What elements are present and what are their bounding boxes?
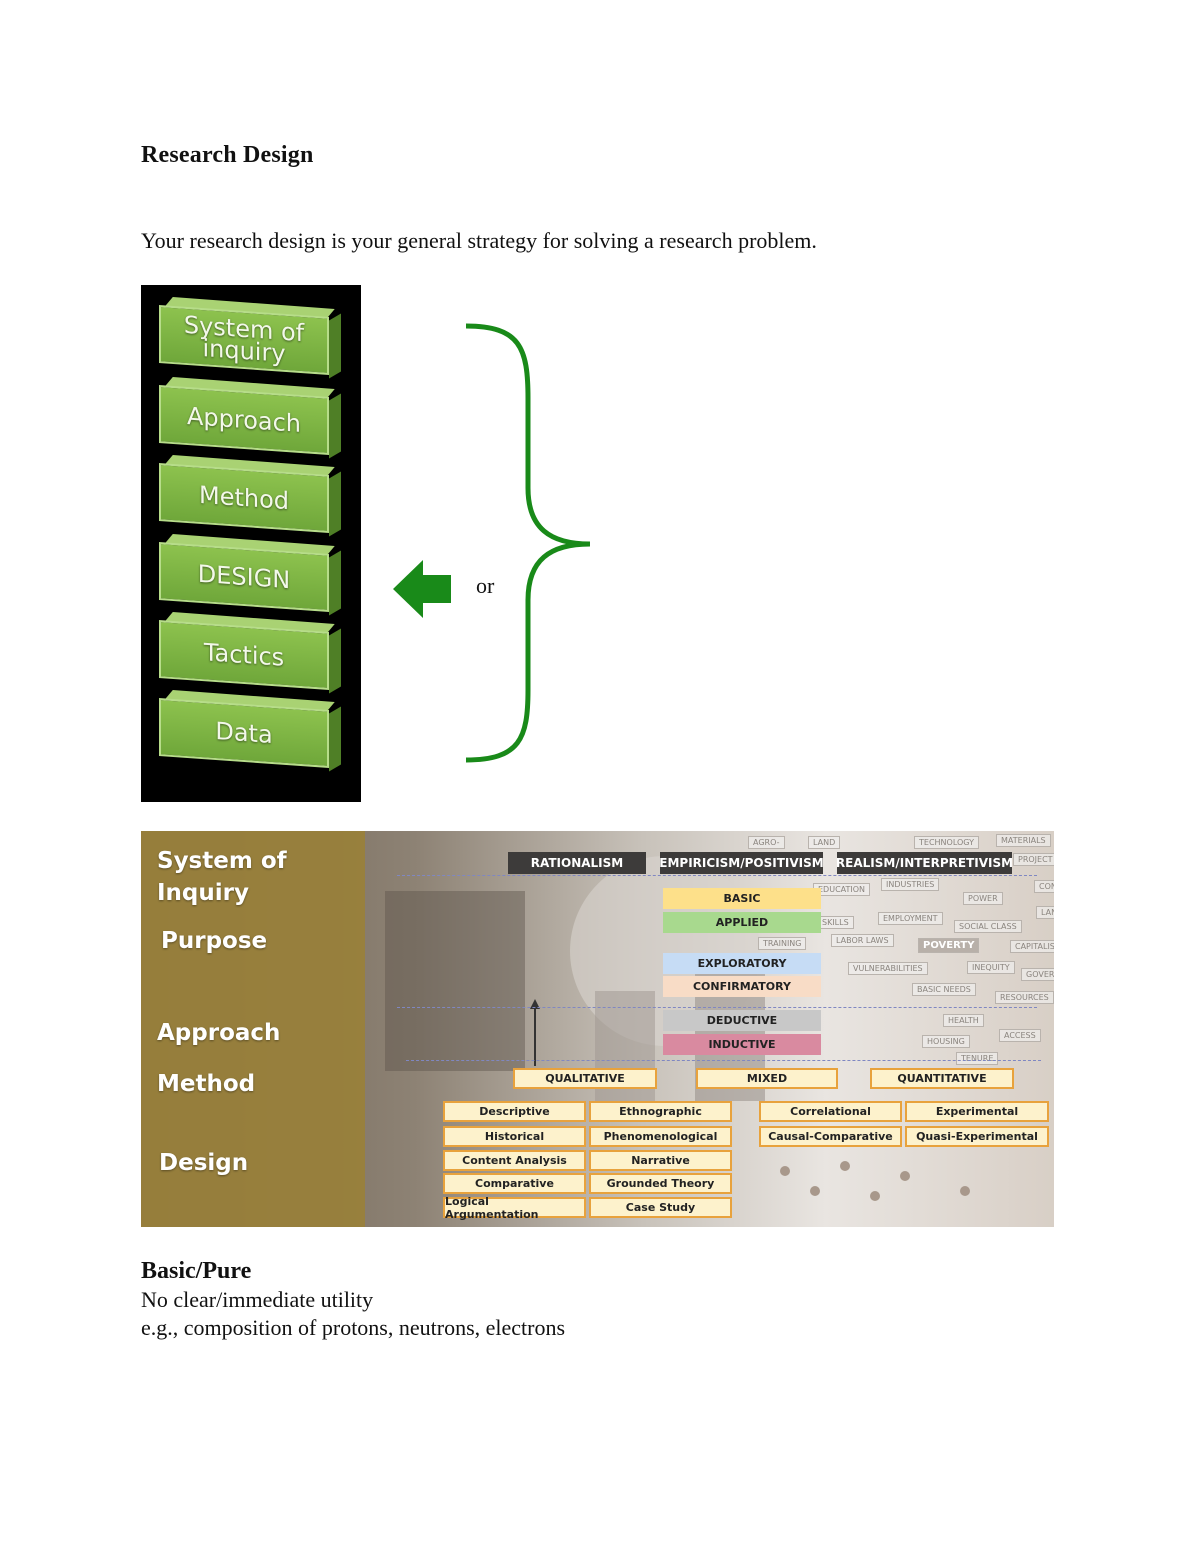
background-word: ACCESS xyxy=(999,1029,1041,1042)
design-descriptive: Descriptive xyxy=(443,1101,586,1122)
layer-label: Method xyxy=(159,463,329,533)
layer-label: Approach xyxy=(159,385,329,455)
method-qualitative: QUALITATIVE xyxy=(513,1068,657,1089)
background-word: PROJECT PHASING xyxy=(1013,853,1054,866)
layer-label: DESIGN xyxy=(159,542,329,612)
research-layers-figure: System of inquiry Approach Method DESIGN… xyxy=(141,285,361,802)
design-content-analysis: Content Analysis xyxy=(443,1150,586,1171)
design-historical: Historical xyxy=(443,1126,586,1147)
approach-deductive: DEDUCTIVE xyxy=(663,1010,821,1031)
layer-block-approach: Approach xyxy=(159,376,341,459)
or-label: or xyxy=(476,573,495,598)
background-word: LABOR LAWS xyxy=(831,934,894,947)
paradigm-rationalism: RATIONALISM xyxy=(508,852,646,874)
basic-description: No clear/immediate utility xyxy=(141,1287,374,1312)
background-word: MATERIALS xyxy=(996,834,1051,847)
background-word: LAN xyxy=(1036,906,1054,919)
background-word: GOVER xyxy=(1021,968,1054,981)
background-word: POVERTY xyxy=(918,938,980,953)
layer-block-method: Method xyxy=(159,454,341,537)
design-causal-comparative: Causal-Comparative xyxy=(759,1126,902,1147)
method-mixed: MIXED xyxy=(696,1068,838,1089)
background-word: SKILLS xyxy=(817,916,854,929)
page-title: Research Design xyxy=(141,142,314,168)
approach-inductive: INDUCTIVE xyxy=(663,1034,821,1055)
level-label-method: Method xyxy=(157,1071,256,1097)
background-word: TRAINING xyxy=(758,937,807,950)
left-arrow-icon xyxy=(393,560,451,618)
method-quantitative: QUANTITATIVE xyxy=(870,1068,1014,1089)
purpose-basic: BASIC xyxy=(663,888,821,909)
level-label-design: Design xyxy=(159,1150,249,1176)
design-comparative: Comparative xyxy=(443,1173,586,1194)
purpose-confirmatory: CONFIRMATORY xyxy=(663,976,821,997)
intro-paragraph: Your research design is your general str… xyxy=(141,228,817,253)
layer-block-design: DESIGN xyxy=(159,533,341,616)
background-word: CAPITALISM xyxy=(1010,940,1054,953)
divider-line xyxy=(406,1060,1041,1061)
layer-block-system-of-inquiry: System of inquiry xyxy=(159,296,341,379)
design-correlational: Correlational xyxy=(759,1101,902,1122)
background-word: SOCIAL CLASS xyxy=(954,920,1022,933)
background-word: AGRO- xyxy=(748,836,785,849)
design-quasi-experimental: Quasi-Experimental xyxy=(905,1126,1049,1147)
background-word: TENURE xyxy=(956,1052,999,1065)
design-case-study: Case Study xyxy=(589,1197,732,1218)
design-grounded-theory: Grounded Theory xyxy=(589,1173,732,1194)
layer-label: Tactics xyxy=(159,620,329,690)
section-heading-basic-pure: Basic/Pure xyxy=(141,1258,252,1284)
paradigm-empiricism-positivism: EMPIRICISM/POSITIVISM xyxy=(659,852,824,874)
background-word: TECHNOLOGY xyxy=(914,836,979,849)
background-word: LAND xyxy=(808,836,841,849)
background-word: POWER xyxy=(963,892,1003,905)
layer-label: System of inquiry xyxy=(159,305,329,375)
level-label-purpose: Purpose xyxy=(161,928,268,954)
design-experimental: Experimental xyxy=(905,1101,1049,1122)
background-word: INDUSTRIES xyxy=(881,878,940,891)
paradigm-realism-interpretivism: REALISM/INTERPRETIVISM xyxy=(836,852,1013,874)
layer-label: Data xyxy=(159,698,329,768)
level-label-approach: Approach xyxy=(157,1020,281,1046)
divider-line xyxy=(397,1007,1037,1008)
background-word: BASIC NEEDS xyxy=(912,983,976,996)
research-framework-figure: System of Inquiry Purpose Approach Metho… xyxy=(141,831,1054,1227)
curly-brace-icon xyxy=(465,323,591,763)
background-word: CON xyxy=(1034,880,1054,893)
divider-line xyxy=(397,875,1037,876)
level-label-system-of-inquiry: System of Inquiry xyxy=(157,848,287,906)
background-word: INEQUITY xyxy=(967,961,1015,974)
layer-block-tactics: Tactics xyxy=(159,611,341,694)
design-ethnographic: Ethnographic xyxy=(589,1101,732,1122)
level-labels-band: System of Inquiry Purpose Approach Metho… xyxy=(141,831,365,1227)
purpose-exploratory: EXPLORATORY xyxy=(663,953,821,974)
background-word: RESOURCES xyxy=(995,991,1054,1004)
purpose-applied: APPLIED xyxy=(663,912,821,933)
layer-block-data: Data xyxy=(159,689,341,772)
background-word: HOUSING xyxy=(922,1035,970,1048)
background-word: EDUCATION xyxy=(813,883,871,896)
design-logical-argumentation: Logical Argumentation xyxy=(443,1195,586,1221)
basic-example: e.g., composition of protons, neutrons, … xyxy=(141,1315,566,1340)
design-narrative: Narrative xyxy=(589,1150,732,1171)
design-phenomenological: Phenomenological xyxy=(589,1126,732,1147)
background-word: HEALTH xyxy=(943,1014,984,1027)
background-word: EMPLOYMENT xyxy=(878,912,943,925)
background-word: VULNERABILITIES xyxy=(848,962,928,975)
